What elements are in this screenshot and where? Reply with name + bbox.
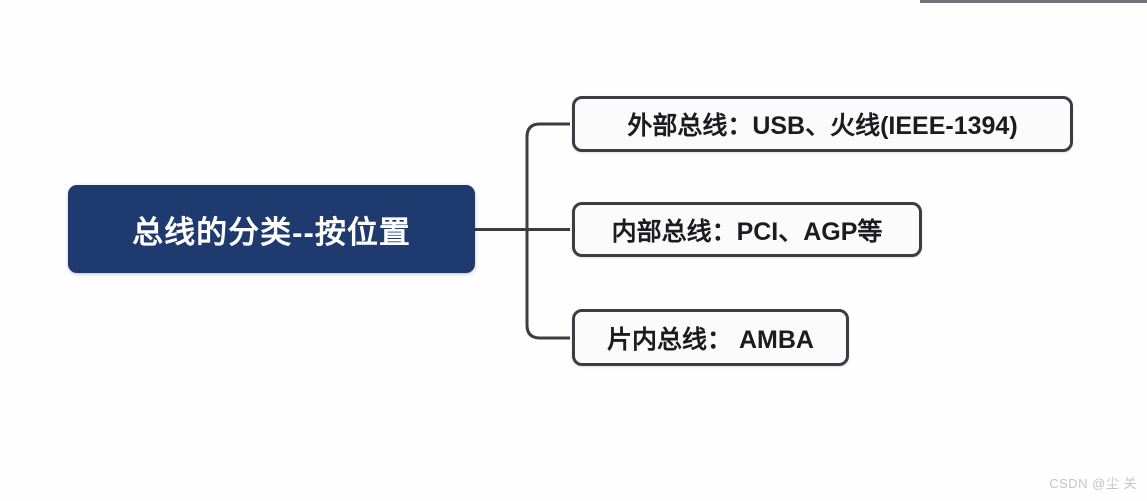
root-node-label: 总线的分类--按位置 [132,214,411,250]
child-node-label: 片内总线： AMBA [607,325,814,354]
connector-trunk-branches [525,122,570,340]
child-node-external-bus[interactable]: 外部总线：USB、火线(IEEE-1394) [572,96,1073,152]
child-node-onchip-bus[interactable]: 片内总线： AMBA [572,309,849,366]
child-node-label: 外部总线：USB、火线(IEEE-1394) [627,112,1018,140]
watermark: CSDN @尘 关 [1049,476,1137,491]
root-node-bus-classification[interactable]: 总线的分类--按位置 [68,185,475,273]
child-node-internal-bus[interactable]: 内部总线：PCI、AGP等 [572,202,922,257]
child-node-label: 内部总线：PCI、AGP等 [611,217,883,246]
top-edge-partial-bar [920,0,1147,3]
